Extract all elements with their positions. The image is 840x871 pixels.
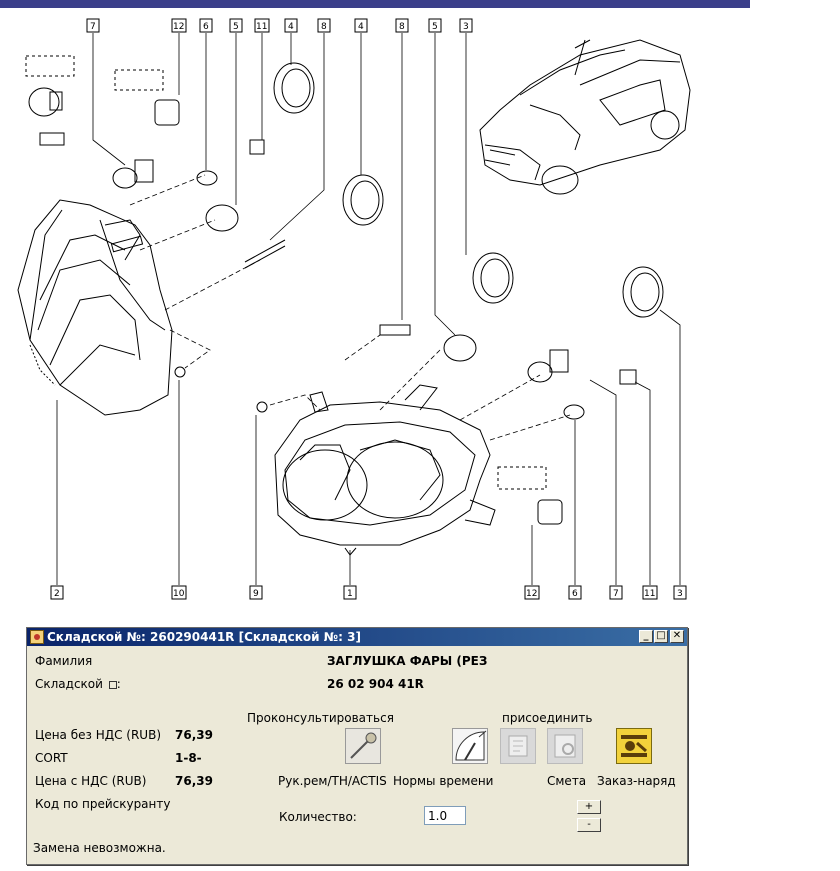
callout-8-top-b: 8: [395, 18, 409, 33]
bulb-caps: [273, 62, 664, 318]
quantity-increment-button[interactable]: +: [577, 800, 601, 814]
manual-label: Рук.рем/TH/ACTIS: [278, 774, 387, 788]
attach-section-label: присоединить: [502, 711, 593, 725]
status-message: Замена невозможна.: [33, 841, 166, 855]
svg-text:2: 2: [54, 589, 60, 599]
price-vat-value: 76,39: [175, 774, 213, 788]
minimize-button[interactable]: _: [639, 630, 653, 643]
svg-text:11: 11: [256, 22, 267, 32]
work-order-label: Заказ-наряд: [597, 774, 676, 788]
estimate-icon[interactable]: [547, 728, 583, 764]
pricelist-code-label: Код по прейскуранту: [35, 797, 171, 811]
svg-text:12: 12: [173, 22, 184, 32]
svg-text:9: 9: [253, 589, 259, 599]
right-headlamp: [274, 384, 496, 556]
svg-text:1: 1: [347, 589, 353, 599]
price-no-vat-value: 76,39: [175, 728, 213, 742]
stock-value: 26 02 904 41R: [327, 677, 424, 691]
car-sketch: [479, 39, 691, 195]
callout-5-top-b: 5: [428, 18, 442, 33]
svg-text:3: 3: [463, 22, 469, 32]
family-value: ЗАГЛУШКА ФАРЫ (РЕЗ: [327, 654, 488, 668]
svg-text:4: 4: [358, 22, 364, 32]
callout-7-top: 7: [86, 18, 100, 33]
svg-text:6: 6: [203, 22, 209, 32]
svg-text:3: 3: [677, 589, 683, 599]
callout-4-top: 4: [284, 18, 298, 33]
svg-text:11: 11: [644, 589, 655, 599]
cort-label: CORT: [35, 751, 68, 765]
callout-6-bottom: 6: [568, 585, 582, 600]
window-title: Складской №: 260290441R [Складской №: 3]: [47, 630, 361, 644]
headlamp-exploded-diagram: 7 12 6 5 11 4 8 4 8 5 3 2 10 9 1 12 6 7 …: [17, 18, 691, 600]
svg-text:4: 4: [288, 22, 294, 32]
svg-text:5: 5: [233, 22, 239, 32]
maximize-button[interactable]: □: [654, 630, 668, 643]
callout-5-top: 5: [229, 18, 243, 33]
svg-text:10: 10: [173, 589, 185, 599]
callout-9: 9: [249, 585, 263, 600]
svg-text:8: 8: [321, 22, 327, 32]
cort-value: 1-8-: [175, 751, 202, 765]
svg-text:12: 12: [526, 589, 537, 599]
quantity-input[interactable]: [424, 806, 466, 825]
svg-text:7: 7: [90, 22, 96, 32]
svg-text:8: 8: [399, 22, 405, 32]
callout-11-bottom: 11: [642, 585, 658, 600]
callout-12-bottom: 12: [524, 585, 540, 600]
part-detail-window: Складской №: 260290441R [Складской №: 3]…: [26, 627, 688, 865]
labor-time-icon[interactable]: [452, 728, 488, 764]
close-button[interactable]: ✕: [670, 630, 684, 643]
app-icon: [30, 630, 44, 644]
callout-7-bottom: 7: [609, 585, 623, 600]
svg-text:5: 5: [432, 22, 438, 32]
callout-12-top: 12: [171, 18, 187, 33]
quantity-label: Количество:: [279, 810, 357, 824]
callout-4-top-b: 4: [354, 18, 368, 33]
left-headlamp-housing: [17, 199, 173, 416]
estimate-label: Смета: [547, 774, 587, 788]
svg-text:6: 6: [572, 589, 578, 599]
callout-10: 10: [171, 585, 187, 600]
quantity-decrement-button[interactable]: -: [577, 818, 601, 832]
attach-disabled-icon: [500, 728, 536, 764]
copy-icon[interactable]: [108, 681, 117, 689]
callout-8-top: 8: [317, 18, 331, 33]
consult-section-label: Проконсультироваться: [247, 711, 394, 725]
price-no-vat-label: Цена без НДС (RUB): [35, 728, 161, 742]
top-bar: [0, 0, 750, 8]
work-order-icon[interactable]: [616, 728, 652, 764]
callout-3-bottom: 3: [673, 585, 687, 600]
callout-6-top: 6: [199, 18, 213, 33]
stock-label: Складской :: [35, 677, 121, 691]
labor-time-label: Нормы времени: [393, 774, 494, 788]
window-titlebar[interactable]: Складской №: 260290441R [Складской №: 3]…: [27, 628, 687, 646]
callout-1: 1: [343, 585, 357, 600]
family-label: Фамилия: [35, 654, 93, 668]
callout-3-top: 3: [459, 18, 473, 33]
callout-11-top: 11: [254, 18, 270, 33]
manual-icon[interactable]: [345, 728, 381, 764]
price-vat-label: Цена с НДС (RUB): [35, 774, 147, 788]
callout-2: 2: [50, 585, 64, 600]
svg-text:7: 7: [613, 589, 619, 599]
